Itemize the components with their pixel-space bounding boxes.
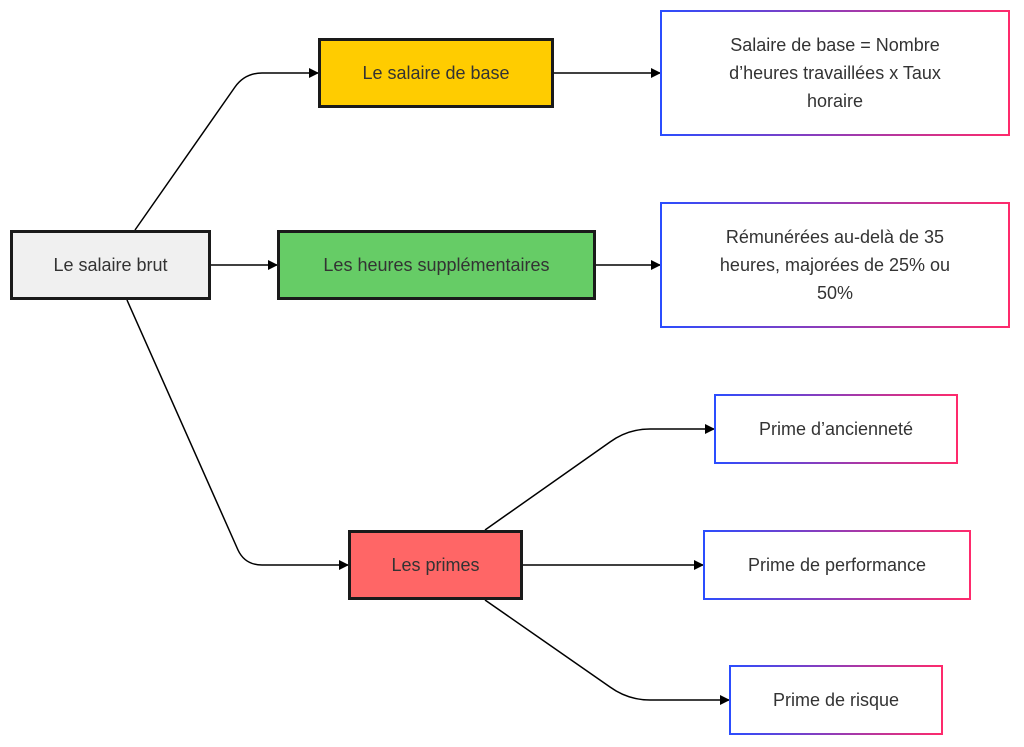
node-salaire-brut: Le salaire brut bbox=[10, 230, 211, 300]
node-heures-detail-label: Rémunérées au-delà de 35 heures, majorée… bbox=[719, 227, 951, 303]
node-prime-risque: Prime de risque bbox=[729, 665, 943, 735]
edge-primes-to-risque bbox=[484, 599, 730, 705]
edge-primes-to-anciennete bbox=[484, 424, 715, 531]
node-salaire-brut-label: Le salaire brut bbox=[53, 255, 168, 275]
node-prime-performance: Prime de performance bbox=[703, 530, 971, 600]
node-heures-detail: Rémunérées au-delà de 35 heures, majorée… bbox=[660, 202, 1010, 328]
node-heures-supplementaires: Les heures supplémentaires bbox=[277, 230, 596, 300]
node-primes: Les primes bbox=[348, 530, 523, 600]
node-salaire-de-base-detail-label: Salaire de base = Nombre d’heures travai… bbox=[729, 35, 941, 111]
node-prime-anciennete: Prime d’ancienneté bbox=[714, 394, 958, 464]
node-heures-supplementaires-label: Les heures supplémentaires bbox=[323, 255, 550, 275]
node-prime-performance-label: Prime de performance bbox=[747, 555, 927, 575]
edge-root-to-base bbox=[134, 68, 319, 231]
node-salaire-de-base-label: Le salaire de base bbox=[362, 63, 510, 83]
node-prime-anciennete-label: Prime d’ancienneté bbox=[758, 419, 914, 439]
node-prime-risque-label: Prime de risque bbox=[772, 690, 900, 710]
node-primes-label: Les primes bbox=[391, 555, 480, 575]
node-salaire-de-base-detail: Salaire de base = Nombre d’heures travai… bbox=[660, 10, 1010, 136]
node-salaire-de-base: Le salaire de base bbox=[318, 38, 554, 108]
edge-root-to-primes bbox=[126, 299, 349, 570]
